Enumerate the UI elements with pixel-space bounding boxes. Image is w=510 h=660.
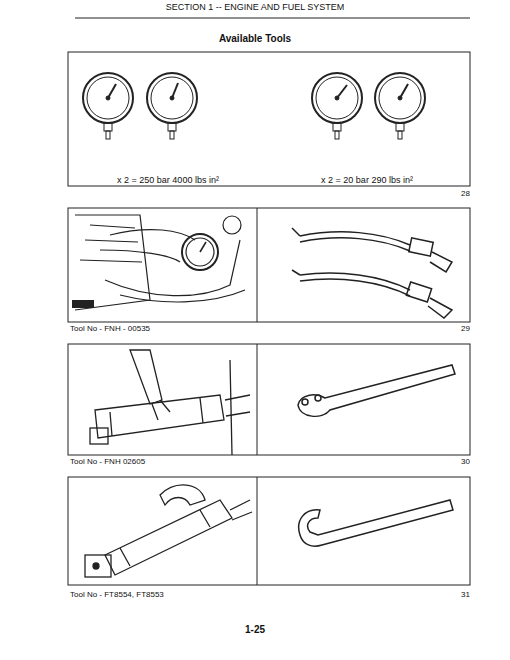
panel-frame bbox=[68, 208, 470, 322]
cylinder-with-hook-spanner bbox=[85, 485, 252, 577]
figure-number: 30 bbox=[461, 458, 470, 467]
tool-number: Tool No - FNH - 00535 bbox=[70, 325, 150, 334]
cylinder-with-spanner bbox=[90, 350, 250, 455]
tool-number: Tool No - FNH 02605 bbox=[70, 458, 145, 467]
tool-number: Tool No - FT8554, FT8553 bbox=[70, 591, 164, 600]
test-hose-installation bbox=[72, 215, 245, 310]
pin-spanner bbox=[298, 365, 455, 416]
pressure-gauges bbox=[83, 73, 425, 139]
gauge-spec: x 2 = 20 bar 290 lbs in² bbox=[321, 176, 413, 186]
hydraulic-test-hoses bbox=[292, 228, 452, 318]
panel-frame bbox=[68, 344, 470, 455]
figure-number: 31 bbox=[461, 591, 470, 600]
page-title: Available Tools bbox=[219, 33, 291, 44]
section-header: SECTION 1 -- ENGINE AND FUEL SYSTEM bbox=[166, 3, 345, 13]
panel-frame bbox=[68, 477, 470, 585]
page-number: 1-25 bbox=[245, 624, 265, 635]
gauge-spec: x 2 = 250 bar 4000 lbs in² bbox=[117, 176, 219, 186]
hook-spanner bbox=[299, 500, 453, 546]
figure-number: 29 bbox=[461, 325, 470, 334]
figure-number: 28 bbox=[461, 190, 470, 199]
header-rule bbox=[75, 18, 470, 19]
panel-frame bbox=[68, 52, 470, 186]
